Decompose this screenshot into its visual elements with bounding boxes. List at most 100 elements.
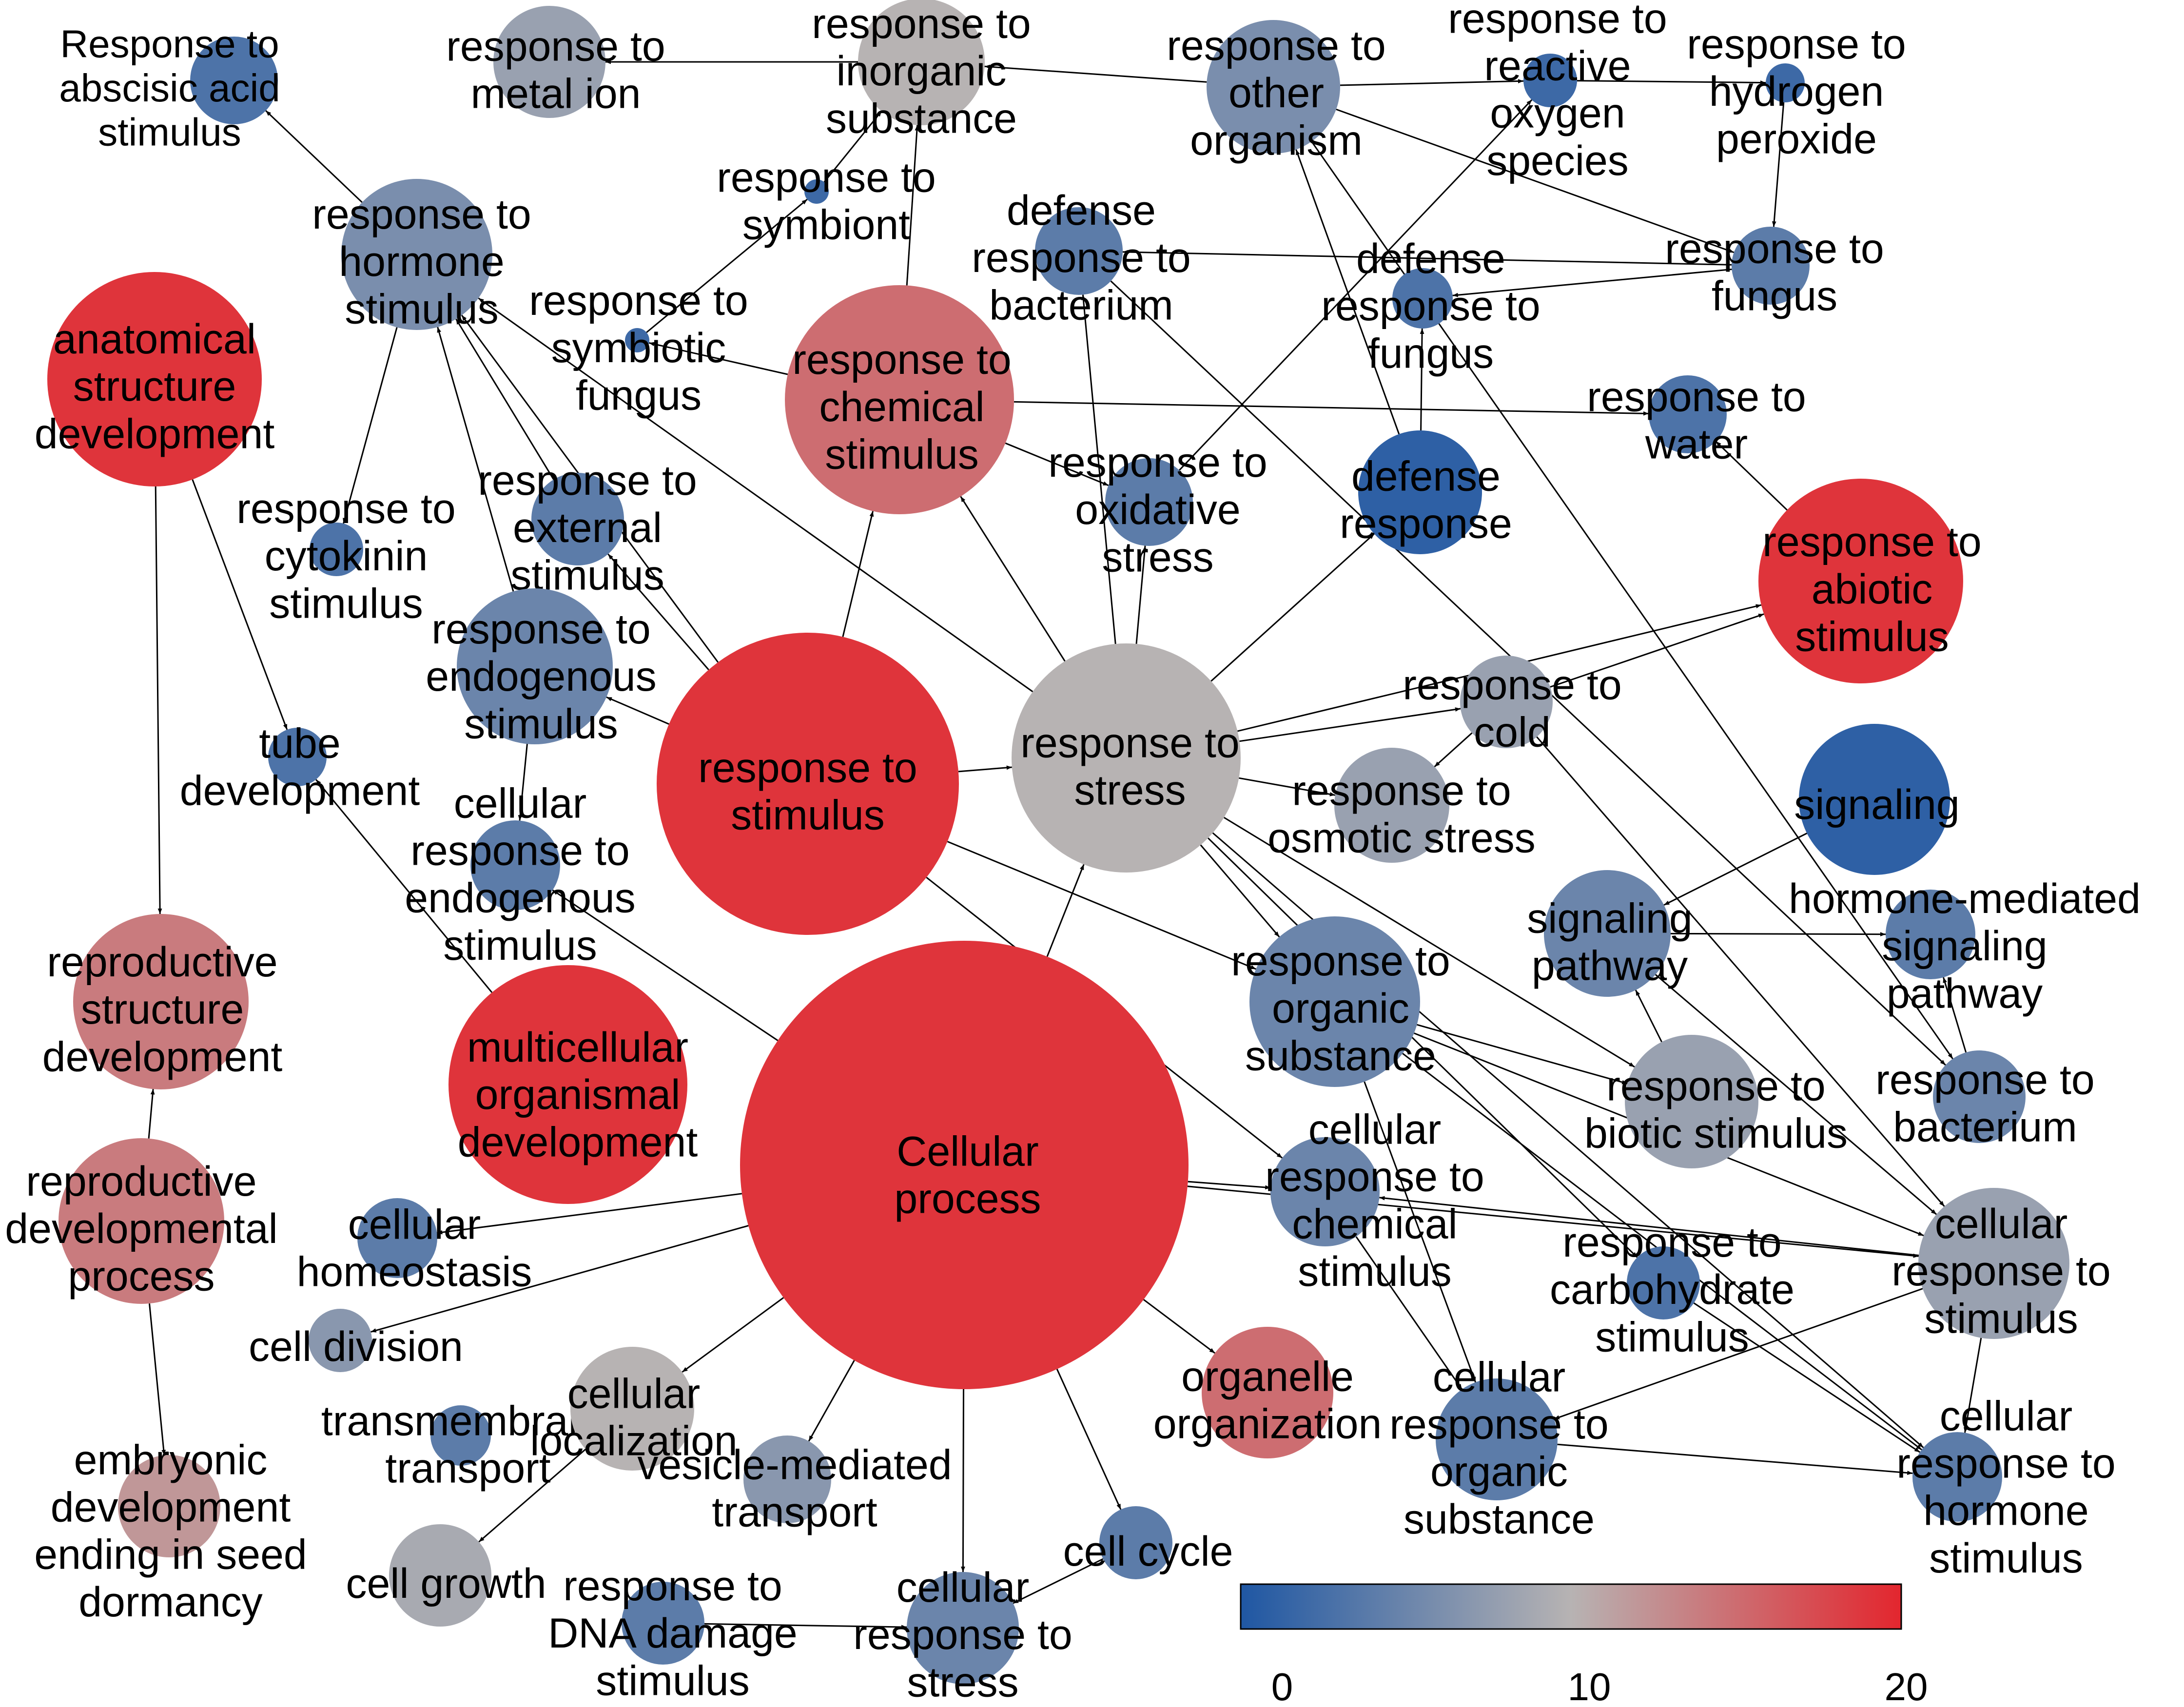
node-circle-osmotic[interactable] xyxy=(1334,748,1449,863)
node-circle-abiotic[interactable] xyxy=(1758,479,1963,683)
node-circle-vesicle[interactable] xyxy=(743,1435,831,1523)
node-circle-metal[interactable] xyxy=(493,6,605,118)
node-circle-cell_stim[interactable] xyxy=(1918,1188,2069,1339)
node-circle-transmembrane[interactable] xyxy=(430,1405,491,1466)
node-circle-tube[interactable] xyxy=(268,728,327,786)
node-circle-horm_sig[interactable] xyxy=(1886,890,1975,979)
node-circle-cell_org[interactable] xyxy=(1436,1378,1558,1500)
node-circle-fungus[interactable] xyxy=(1732,227,1810,305)
node-signaling[interactable]: signaling xyxy=(1794,724,1960,875)
node-circle-homeostasis[interactable] xyxy=(357,1198,437,1278)
node-circle-hormone[interactable] xyxy=(341,179,492,330)
node-circle-symb_fungus[interactable] xyxy=(625,328,649,352)
node-circle-sig_path[interactable] xyxy=(1544,870,1671,997)
node-growth[interactable]: cell growth xyxy=(346,1524,546,1627)
node-circle-division[interactable] xyxy=(309,1309,372,1372)
node-circle-h2o2[interactable] xyxy=(1766,63,1805,102)
node-circle-external[interactable] xyxy=(531,473,624,565)
node-circle-multicell[interactable] xyxy=(448,965,687,1204)
node-circle-carbohydrate[interactable] xyxy=(1627,1246,1700,1319)
node-circle-symbiont[interactable] xyxy=(804,179,829,204)
node-cell_cycle[interactable]: cell cycle xyxy=(1063,1506,1233,1579)
node-circle-cell_horm[interactable] xyxy=(1912,1432,2002,1522)
node-circle-inorganic[interactable] xyxy=(858,0,985,125)
node-circle-dna[interactable] xyxy=(622,1582,704,1665)
node-circle-defense[interactable] xyxy=(1358,430,1482,554)
node-circle-water[interactable] xyxy=(1649,375,1727,453)
node-circle-anatomical[interactable] xyxy=(47,272,262,486)
node-circle-cold[interactable] xyxy=(1460,656,1553,748)
node-circle-cytokinin[interactable] xyxy=(310,523,363,576)
node-circle-def_fungus[interactable] xyxy=(1392,268,1453,329)
node-circle-other_org[interactable] xyxy=(1207,20,1340,154)
node-circle-oxidative[interactable] xyxy=(1105,458,1193,546)
node-circle-bacterium[interactable] xyxy=(1933,1050,2026,1143)
node-circle-cellular[interactable] xyxy=(740,941,1189,1389)
node-circle-stimulus[interactable] xyxy=(657,633,959,935)
node-circle-stress[interactable] xyxy=(1012,643,1241,873)
node-circle-organelle[interactable] xyxy=(1202,1327,1333,1458)
node-circle-cell_endog[interactable] xyxy=(470,820,560,910)
node-circle-cell_stress[interactable] xyxy=(907,1572,1019,1684)
node-circle-repro_struct[interactable] xyxy=(73,914,249,1089)
node-circle-ros[interactable] xyxy=(1523,54,1577,107)
node-circle-endogenous[interactable] xyxy=(457,588,613,744)
node-circle-chemical[interactable] xyxy=(785,285,1014,514)
node-circle-cell_cycle[interactable] xyxy=(1099,1506,1172,1579)
node-circle-organic[interactable] xyxy=(1249,916,1420,1087)
node-circle-growth[interactable] xyxy=(389,1524,491,1627)
node-division[interactable]: cell division xyxy=(249,1309,463,1372)
node-circle-def_bact[interactable] xyxy=(1035,207,1123,295)
node-circle-localization[interactable] xyxy=(570,1347,694,1471)
node-circle-signaling[interactable] xyxy=(1799,724,1950,875)
node-circle-embryonic[interactable] xyxy=(118,1455,220,1557)
node-circle-biotic[interactable] xyxy=(1625,1035,1758,1168)
node-circle-abscisic[interactable] xyxy=(190,37,278,124)
